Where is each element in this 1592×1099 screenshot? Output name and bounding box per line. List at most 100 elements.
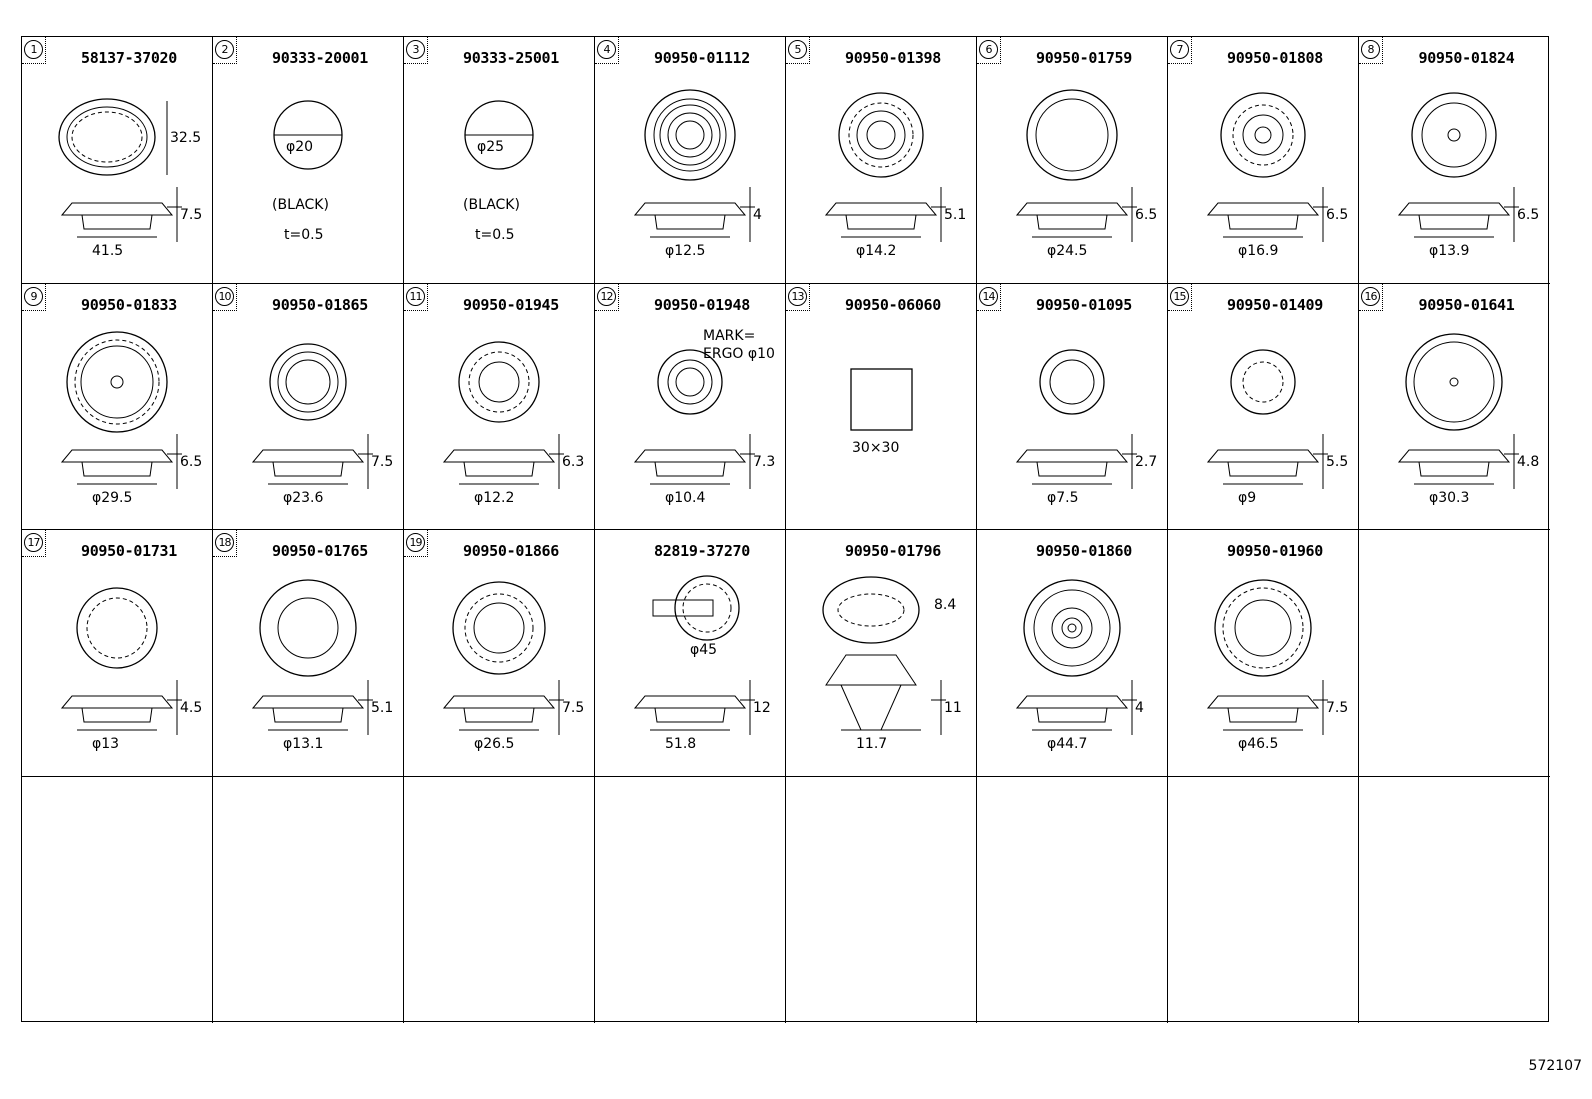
height-dimension: 5.5 — [1326, 453, 1349, 470]
part-drawing — [633, 575, 755, 735]
side-view-body — [1418, 461, 1490, 476]
part-cell — [213, 776, 404, 1023]
side-view-flange — [824, 202, 938, 216]
diameter-dimension: 51.8 — [665, 736, 697, 752]
top-view-ring — [1230, 348, 1296, 415]
height-dimension: 6.5 — [1517, 207, 1540, 223]
size-label: 30×30 — [852, 439, 900, 456]
side-view-flange — [633, 449, 747, 462]
diameter-dimension: 11.7 — [856, 736, 888, 752]
top-view-ring — [866, 120, 896, 150]
diameter-dimension: φ46.5 — [1238, 736, 1279, 752]
part-number: 90950-01948 — [653, 295, 751, 314]
part-drawing — [1015, 579, 1137, 735]
side-view-flange — [1015, 695, 1129, 709]
top-view-ring — [1254, 126, 1272, 144]
part-number: 90950-01945 — [462, 295, 560, 314]
top-view-ring — [1049, 359, 1095, 404]
top-view-ring — [838, 92, 924, 178]
diameter-label: φ20 — [286, 139, 314, 155]
top-view-ring — [110, 375, 124, 388]
item-number: 12 — [597, 286, 616, 306]
side-view-flange — [60, 202, 174, 216]
mark-note: MARK= — [703, 327, 756, 344]
top-view-ring — [1026, 89, 1118, 181]
top-view-ring — [1220, 92, 1306, 178]
part-drawing — [1206, 348, 1328, 489]
side-view-body — [81, 461, 153, 476]
top-view-ring — [848, 102, 914, 168]
part-number: 90950-01095 — [1035, 295, 1133, 314]
mark-note: ERGO φ10 — [703, 345, 775, 362]
top-view-ring — [269, 342, 347, 421]
item-number: 6 — [979, 40, 998, 59]
height-dimension: 7.3 — [753, 453, 776, 470]
part-number: 58137-37020 — [80, 49, 178, 67]
thickness-note: t=0.5 — [475, 227, 515, 243]
item-number-badge: 7 — [1168, 37, 1192, 64]
top-view-ring — [1447, 128, 1461, 142]
part-number: 90950-01759 — [1035, 49, 1133, 67]
item-number-badge: 3 — [404, 37, 428, 64]
thickness-note: t=0.5 — [284, 227, 324, 243]
top-view-ring — [277, 351, 339, 412]
item-number-badge: 1 — [22, 37, 46, 64]
side-view-body — [1036, 707, 1108, 723]
item-number-badge: 19 — [404, 530, 428, 557]
diameter-dimension: φ44.7 — [1047, 736, 1088, 752]
diameter-dimension: φ23.6 — [283, 489, 324, 506]
hose-nozzle — [652, 599, 714, 617]
part-cell — [595, 776, 786, 1023]
item-number-badge: 11 — [404, 283, 428, 311]
part-drawing — [442, 581, 564, 735]
part-number: 90950-01112 — [653, 49, 751, 67]
item-number-badge: 4 — [595, 37, 619, 64]
side-view-flange — [1015, 202, 1129, 216]
height-dimension: 4 — [753, 207, 762, 223]
item-number: 5 — [788, 40, 807, 59]
part-drawing — [1206, 579, 1328, 735]
part-drawing — [633, 348, 755, 489]
top-dimension: φ45 — [690, 642, 718, 658]
side-view-flange — [1397, 202, 1511, 216]
top-view-ring — [74, 339, 160, 424]
part-drawing — [60, 330, 182, 489]
part-drawing — [58, 98, 182, 242]
side-view-body — [654, 214, 726, 230]
part-cell — [22, 776, 213, 1023]
side-view-flange — [1206, 449, 1320, 462]
diameter-dimension: φ7.5 — [1047, 489, 1079, 506]
part-number: 90950-01960 — [1226, 542, 1324, 560]
part-number: 90950-01866 — [462, 542, 560, 560]
diameter-dimension: φ29.5 — [92, 489, 133, 506]
top-view-ring — [1405, 332, 1503, 431]
part-drawing — [60, 587, 182, 735]
oval-inner — [66, 106, 148, 168]
height-dimension: 5.1 — [371, 700, 394, 716]
height-dimension: 6.5 — [180, 453, 203, 470]
top-view-ring — [478, 361, 520, 402]
part-number: 90950-01765 — [271, 542, 369, 560]
top-view-ring — [277, 597, 339, 659]
oval-dashed — [71, 111, 143, 163]
part-drawing — [1015, 89, 1137, 242]
top-view-ring — [452, 581, 546, 675]
item-number: 19 — [406, 533, 425, 552]
height-dimension: 7.5 — [180, 207, 203, 223]
part-cell — [977, 776, 1168, 1023]
height-dimension: 6.5 — [1326, 207, 1349, 223]
side-view-body — [1227, 707, 1299, 723]
diameter-dimension: φ14.2 — [856, 243, 897, 259]
top-view-ring — [1039, 348, 1105, 415]
side-view-flange — [1206, 202, 1320, 216]
side-view-flange — [251, 695, 365, 709]
item-number: 8 — [1361, 40, 1380, 59]
